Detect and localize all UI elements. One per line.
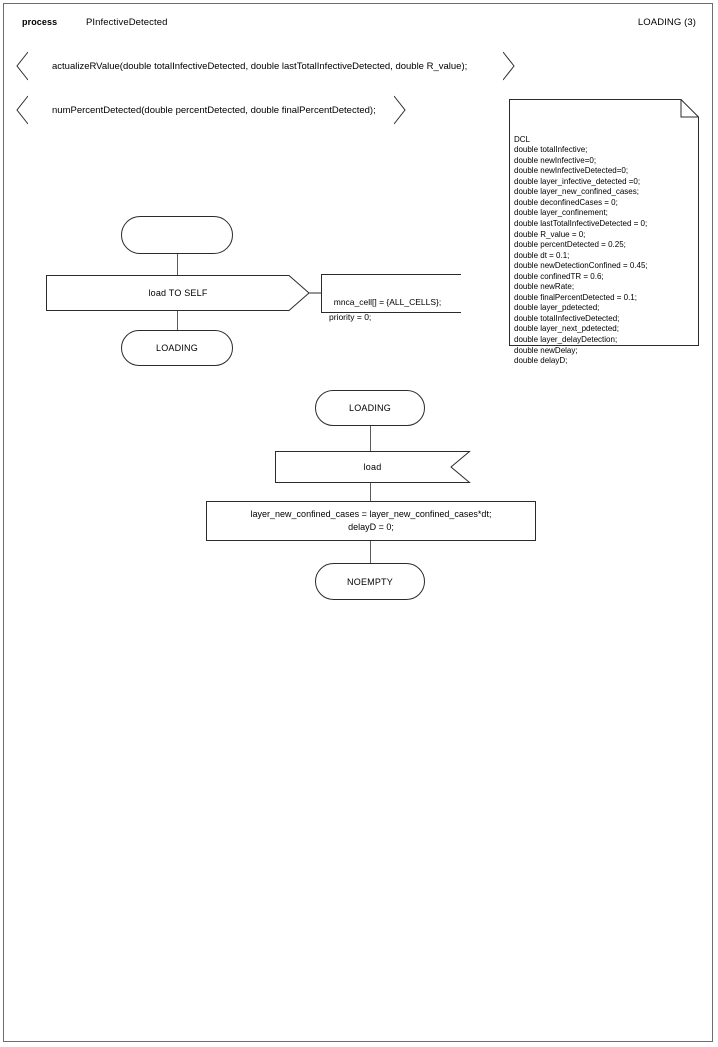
state-loading-label: LOADING xyxy=(156,343,198,353)
state-noempty[interactable]: NOEMPTY xyxy=(315,563,425,600)
state-loading-second-label: LOADING xyxy=(349,403,391,413)
task-text: layer_new_confined_cases = layer_new_con… xyxy=(250,509,492,532)
connector-input-to-task xyxy=(370,483,371,501)
input-label: load xyxy=(363,462,382,472)
input-shape xyxy=(275,451,471,483)
connector-task-to-noempty xyxy=(370,541,371,563)
page-state-reference: LOADING (3) xyxy=(637,17,696,28)
state-start[interactable] xyxy=(121,216,233,254)
page-title: PInfectiveDetected xyxy=(86,17,168,28)
connector-output-to-loading xyxy=(177,311,178,330)
comment-link-line xyxy=(309,292,322,294)
input-load[interactable]: load xyxy=(275,451,471,483)
procedure-call-actualizeRValue[interactable]: actualizeRValue(double totalInfectiveDet… xyxy=(16,51,515,81)
task-box[interactable]: layer_new_confined_cases = layer_new_con… xyxy=(206,501,536,541)
output-label: load TO SELF xyxy=(148,288,208,298)
comment-text: mnca_cell[] = {ALL_CELLS}; priority = 0; xyxy=(329,297,442,322)
connector-start-to-output xyxy=(177,254,178,275)
connector-loading-to-input xyxy=(370,426,371,451)
note-shape xyxy=(509,99,699,346)
procedure-call-numPercentDetected[interactable]: numPercentDetected(double percentDetecte… xyxy=(16,95,406,125)
state-loading-second[interactable]: LOADING xyxy=(315,390,425,426)
state-loading-first[interactable]: LOADING xyxy=(121,330,233,366)
diagram-kind-label: process xyxy=(22,17,58,27)
output-load-to-self[interactable]: load TO SELF xyxy=(46,275,310,311)
declaration-note-text: DCL double totalInfective; double newInf… xyxy=(514,134,648,366)
output-shape xyxy=(46,275,310,311)
state-noempty-label: NOEMPTY xyxy=(347,576,393,587)
comment-box: mnca_cell[] = {ALL_CELLS}; priority = 0; xyxy=(321,274,461,322)
declaration-note: DCL double totalInfective; double newInf… xyxy=(509,99,699,365)
procedure-signature-label: numPercentDetected(double percentDetecte… xyxy=(52,104,376,116)
procedure-signature-label: actualizeRValue(double totalInfectiveDet… xyxy=(52,60,468,72)
